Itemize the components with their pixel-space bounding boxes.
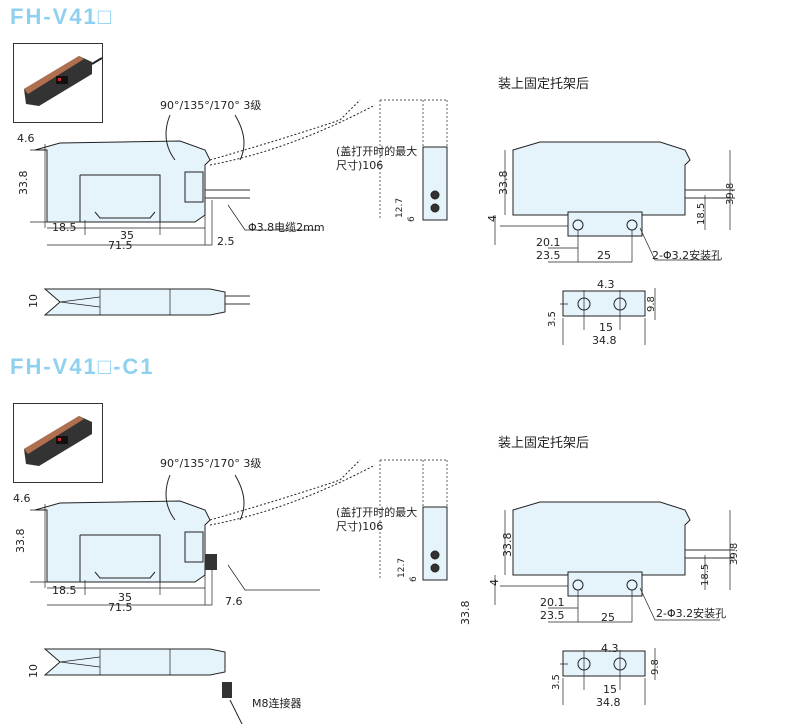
model-title: FH-V41□ — [10, 4, 114, 29]
bracket-caption: 装上固定托架后 — [498, 436, 590, 451]
lid-open-outline — [209, 459, 376, 526]
foot-dim-34-8: 34.8 — [596, 696, 621, 709]
mounting-holes-callout: 2-Φ3.2安装孔 — [652, 249, 723, 262]
bracket-dim-4: 4 — [486, 215, 499, 222]
bracket-dim-20-1: 20.1 — [536, 236, 561, 249]
dim-33-8-side: 33.8 — [459, 600, 472, 626]
foot-dim-3-5: 3.5 — [547, 311, 558, 327]
bracket-foot-view — [562, 290, 646, 317]
bracket-mounted-side — [512, 501, 691, 576]
bracket-dim-18-5: 18.5 — [696, 202, 707, 225]
cable-top-icon — [225, 295, 250, 305]
lid-note-2: 尺寸)106 — [336, 159, 384, 172]
m8-connector-top-icon — [222, 682, 232, 698]
dim-71-5: 71.5 — [108, 601, 133, 614]
dimension-drawing — [30, 459, 735, 724]
dim-71-5: 71.5 — [108, 239, 133, 252]
product-photo — [13, 403, 103, 483]
bracket-dim-25: 25 — [601, 611, 615, 624]
dim-6: 6 — [409, 576, 419, 582]
sensor-photo-icon — [24, 56, 102, 106]
dim-33-8: 33.8 — [17, 170, 30, 196]
angle-label: 90°/135°/170° 3级 — [160, 99, 262, 112]
bracket-foot-view — [562, 650, 646, 677]
sensor-body-side — [34, 140, 211, 223]
lid-open-outline — [209, 99, 376, 166]
dim-35: 35 — [118, 591, 132, 604]
sensor-top-view — [43, 648, 226, 676]
dim-2-5: 2.5 — [217, 235, 235, 248]
section-fh-v41: FH-V41□ 90°/135°/170° 3级 4.6 33.8 18.5 3… — [10, 4, 736, 347]
model-title: FH-V41□-C1 — [10, 354, 155, 379]
foot-dim-9-8: 9.8 — [650, 659, 661, 675]
sensor-top-view — [43, 288, 226, 316]
bracket-dim-18-5: 18.5 — [700, 563, 711, 586]
cable-icon — [205, 189, 250, 199]
dim-12-7: 12.7 — [397, 557, 407, 578]
angle-arcs — [165, 474, 245, 521]
dim-18-5: 18.5 — [52, 221, 77, 234]
angle-label: 90°/135°/170° 3级 — [160, 457, 262, 470]
section-fh-v41-c1: FH-V41□-C1 90°/135°/170° 3级 4.6 33.8 18.… — [0, 350, 787, 724]
lid-note-2: 尺寸)106 — [336, 520, 384, 533]
m8-connector-icon — [205, 554, 217, 570]
mounting-holes-callout: 2-Φ3.2安装孔 — [656, 607, 727, 620]
dim-12-7: 12.7 — [395, 197, 405, 218]
dim-4-6: 4.6 — [17, 132, 35, 145]
sensor-body-side — [34, 500, 211, 583]
dim-35: 35 — [120, 229, 134, 242]
foot-dim-3-5: 3.5 — [551, 674, 562, 690]
connector-callout: M8连接器 — [252, 697, 302, 710]
bracket-caption: 装上固定托架后 — [498, 77, 590, 92]
lid-note: (盖打开时的最大 — [336, 506, 418, 519]
bracket-dim-39-8: 39.8 — [725, 182, 736, 205]
dim-6: 6 — [407, 216, 417, 222]
bracket-dim-23-5: 23.5 — [536, 249, 561, 262]
dim-7-6: 7.6 — [225, 595, 243, 608]
sensor-photo-icon — [24, 416, 92, 466]
dimension-drawing — [30, 99, 735, 345]
bracket-dim-33-8: 33.8 — [501, 532, 514, 558]
dim-33-8: 33.8 — [14, 528, 27, 554]
foot-dim-15: 15 — [603, 683, 617, 696]
dim-18-5: 18.5 — [52, 584, 77, 597]
bracket-dim-23-5: 23.5 — [540, 609, 565, 622]
bracket-dim-4: 4 — [488, 579, 501, 586]
bracket-mounted-side — [512, 141, 691, 216]
dim-4-6: 4.6 — [13, 492, 31, 505]
lid-note: (盖打开时的最大 — [336, 145, 418, 158]
foot-dim-15: 15 — [599, 321, 613, 334]
foot-dim-4-3: 4.3 — [601, 642, 619, 655]
foot-dim-34-8: 34.8 — [592, 334, 617, 347]
mounting-bracket — [567, 211, 643, 237]
bracket-dim-33-8: 33.8 — [497, 170, 510, 196]
bracket-dim-20-1: 20.1 — [540, 596, 565, 609]
bracket-dim-25: 25 — [597, 249, 611, 262]
mounting-bracket — [567, 571, 643, 597]
angle-arcs — [165, 114, 245, 161]
product-photo — [13, 43, 103, 123]
cable-callout: Φ3.8电缆2mm — [248, 221, 325, 234]
foot-dim-4-3: 4.3 — [597, 278, 615, 291]
bracket-dim-39-8: 39.8 — [729, 542, 740, 565]
top-dim-10: 10 — [27, 664, 40, 678]
foot-dim-9-8: 9.8 — [646, 296, 657, 312]
top-dim-10: 10 — [27, 294, 40, 308]
sensor-end-view — [422, 506, 448, 581]
